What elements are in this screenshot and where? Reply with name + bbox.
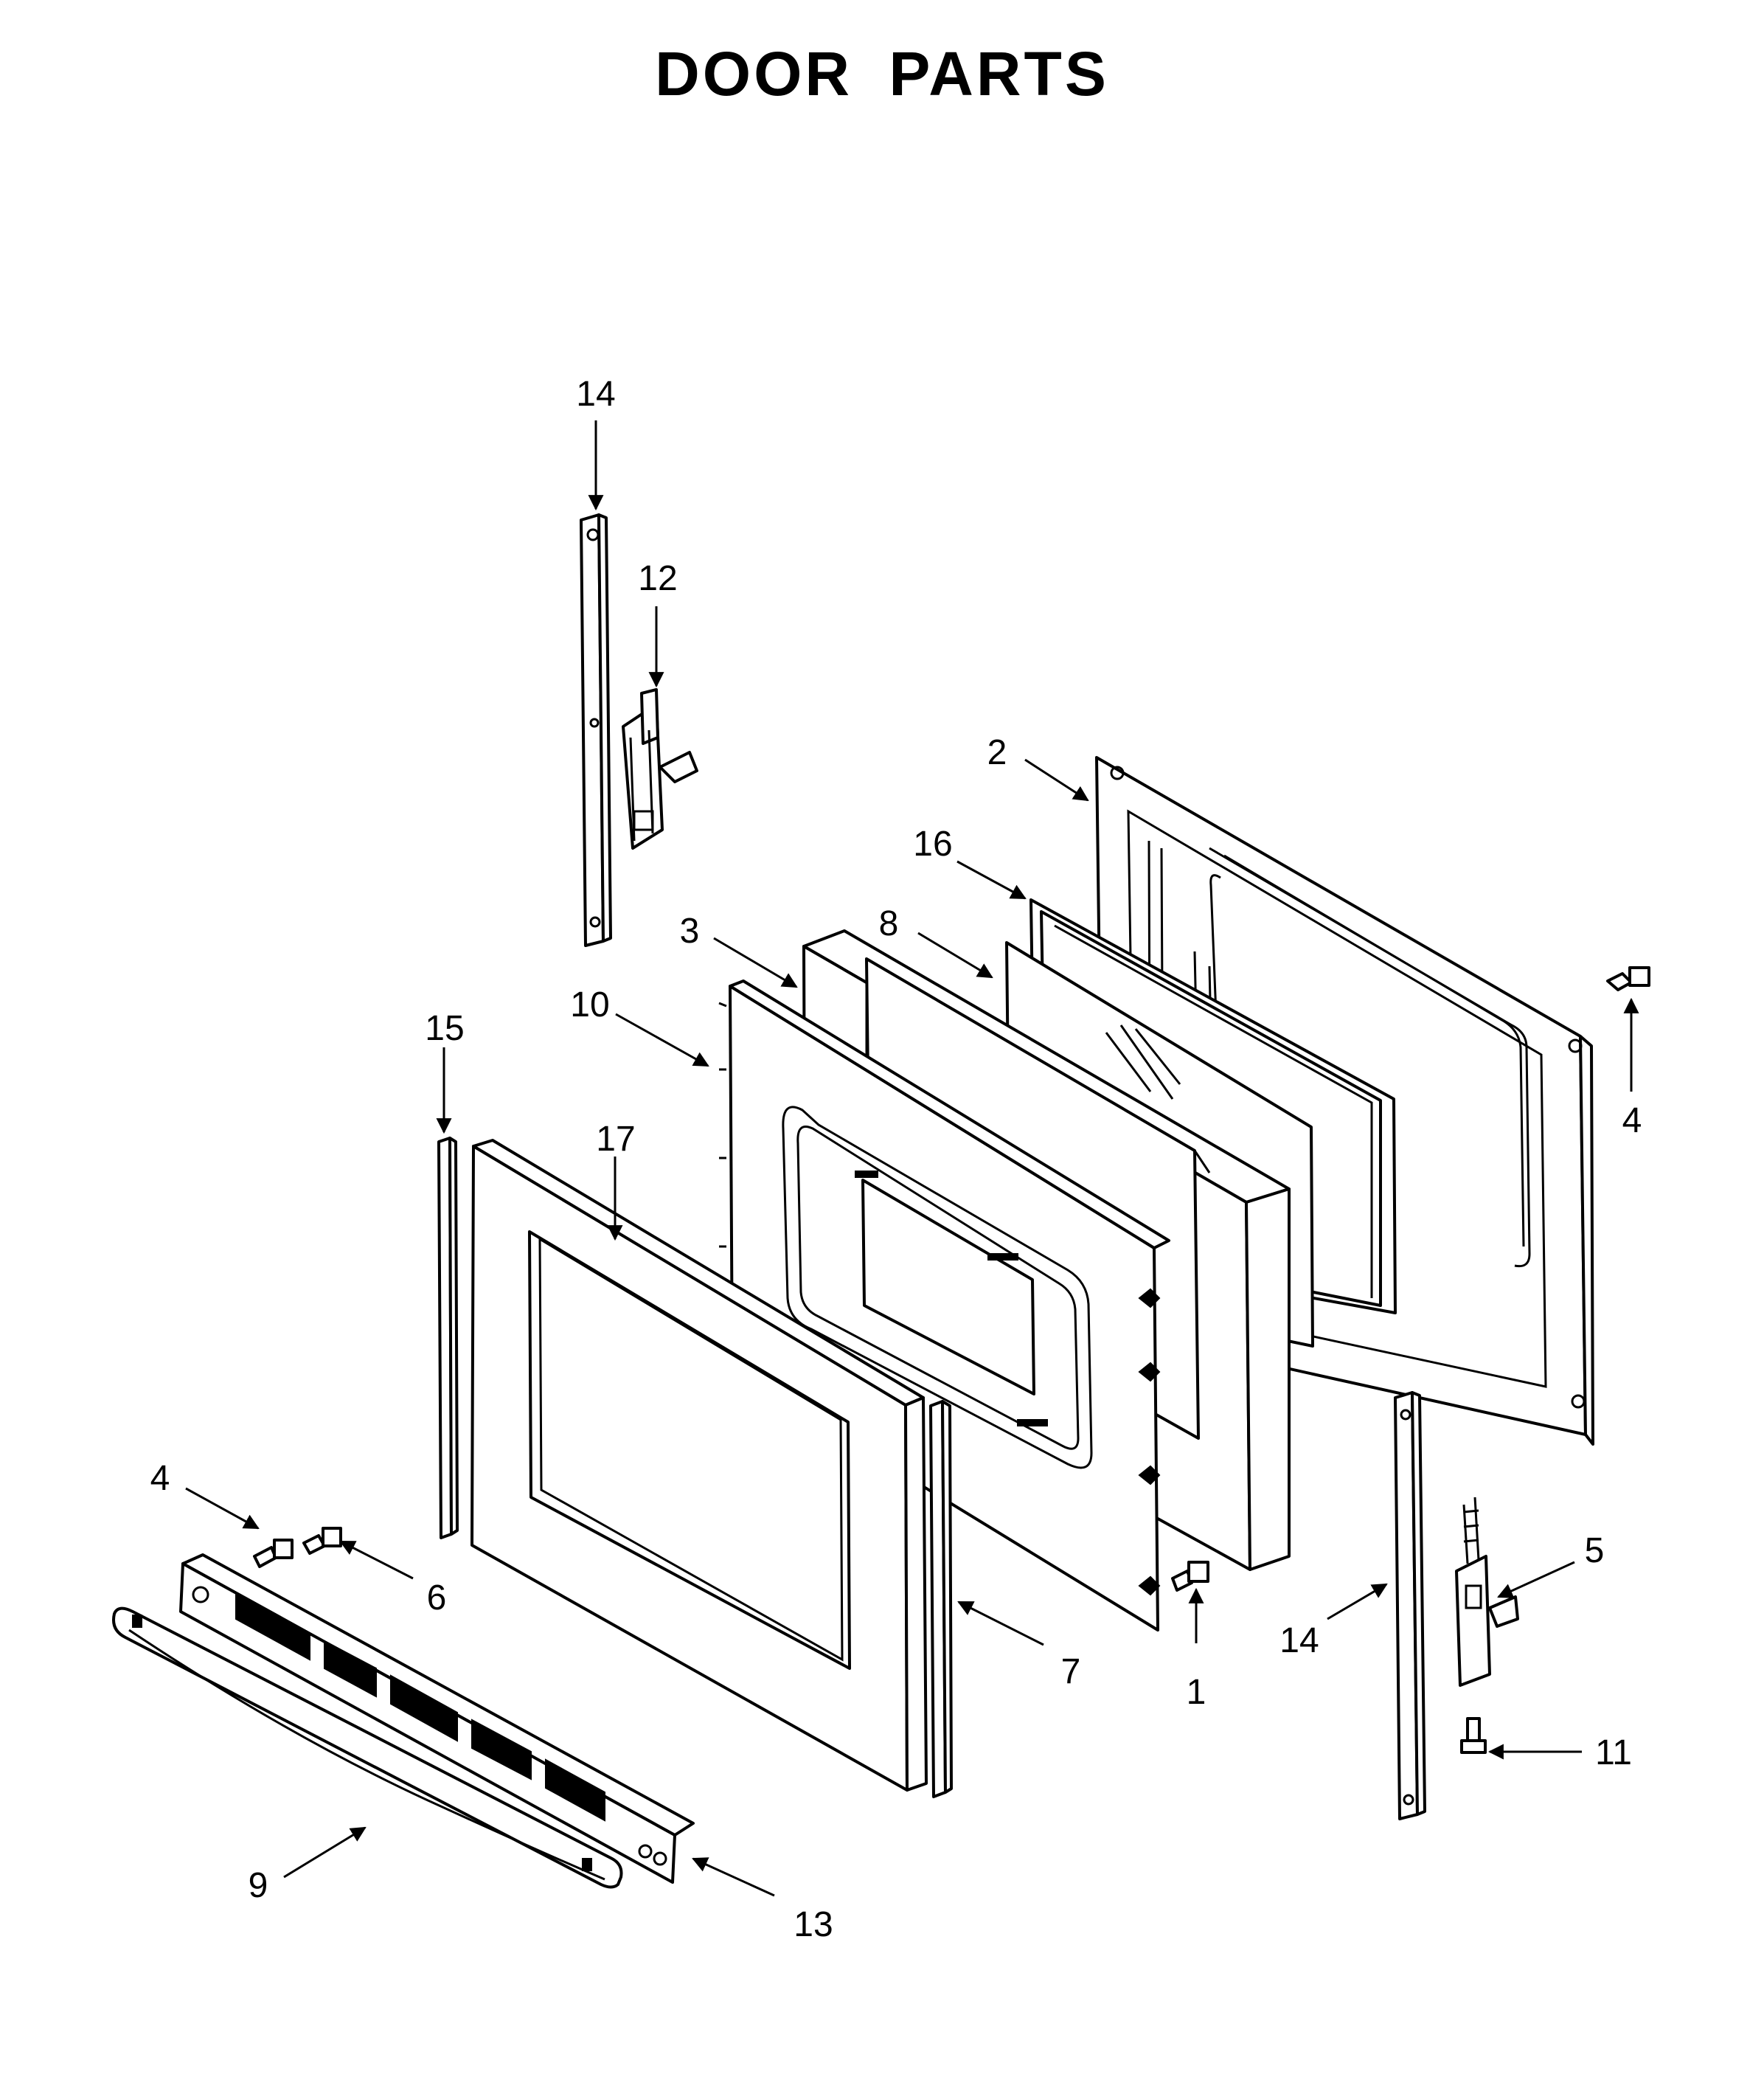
callout-14-upper: 14 [576, 375, 615, 414]
callout-3: 3 [680, 912, 700, 951]
door-handle [112, 1606, 623, 1889]
screw-4-left [253, 1539, 294, 1568]
screw-6 [302, 1527, 342, 1555]
vent-slots [235, 1592, 605, 1822]
callout-7: 7 [1061, 1652, 1081, 1691]
door-vent-trim [179, 1553, 695, 1884]
page-title: DOOR PARTS [655, 39, 1109, 108]
door-hinge-upper [622, 688, 698, 850]
callout-5: 5 [1585, 1531, 1605, 1570]
hinge-receiver-left [580, 513, 612, 947]
callout-16: 16 [913, 825, 952, 864]
screw-4-right [1606, 966, 1650, 991]
hinge-receiver-right [1394, 1391, 1426, 1820]
callout-10: 10 [570, 985, 609, 1024]
callout-17: 17 [596, 1120, 635, 1159]
callout-12: 12 [638, 559, 677, 598]
door-side-trim-left [437, 1137, 459, 1539]
callout-13: 13 [794, 1905, 833, 1944]
screw-1 [1171, 1561, 1209, 1592]
door-side-trim-right [929, 1400, 953, 1798]
callout-6: 6 [427, 1578, 447, 1617]
callout-11: 11 [1595, 1733, 1632, 1772]
callout-8: 8 [879, 904, 899, 943]
callout-4-left: 4 [150, 1459, 170, 1498]
screw-11 [1460, 1717, 1487, 1754]
callout-2: 2 [987, 733, 1007, 772]
callout-4-right: 4 [1622, 1101, 1642, 1140]
door-hinge-lower [1455, 1497, 1519, 1687]
callout-14-lower: 14 [1279, 1621, 1319, 1660]
callout-1: 1 [1187, 1673, 1206, 1712]
outer-door-panel [470, 1139, 928, 1792]
callout-labels: 14 12 2 16 3 8 4 10 15 17 4 6 5 7 1 14 1… [150, 375, 1642, 1944]
callout-leaders [185, 420, 1639, 1897]
inner-door-liner [718, 979, 1170, 1632]
callout-9: 9 [249, 1866, 268, 1905]
callout-15: 15 [425, 1009, 464, 1048]
